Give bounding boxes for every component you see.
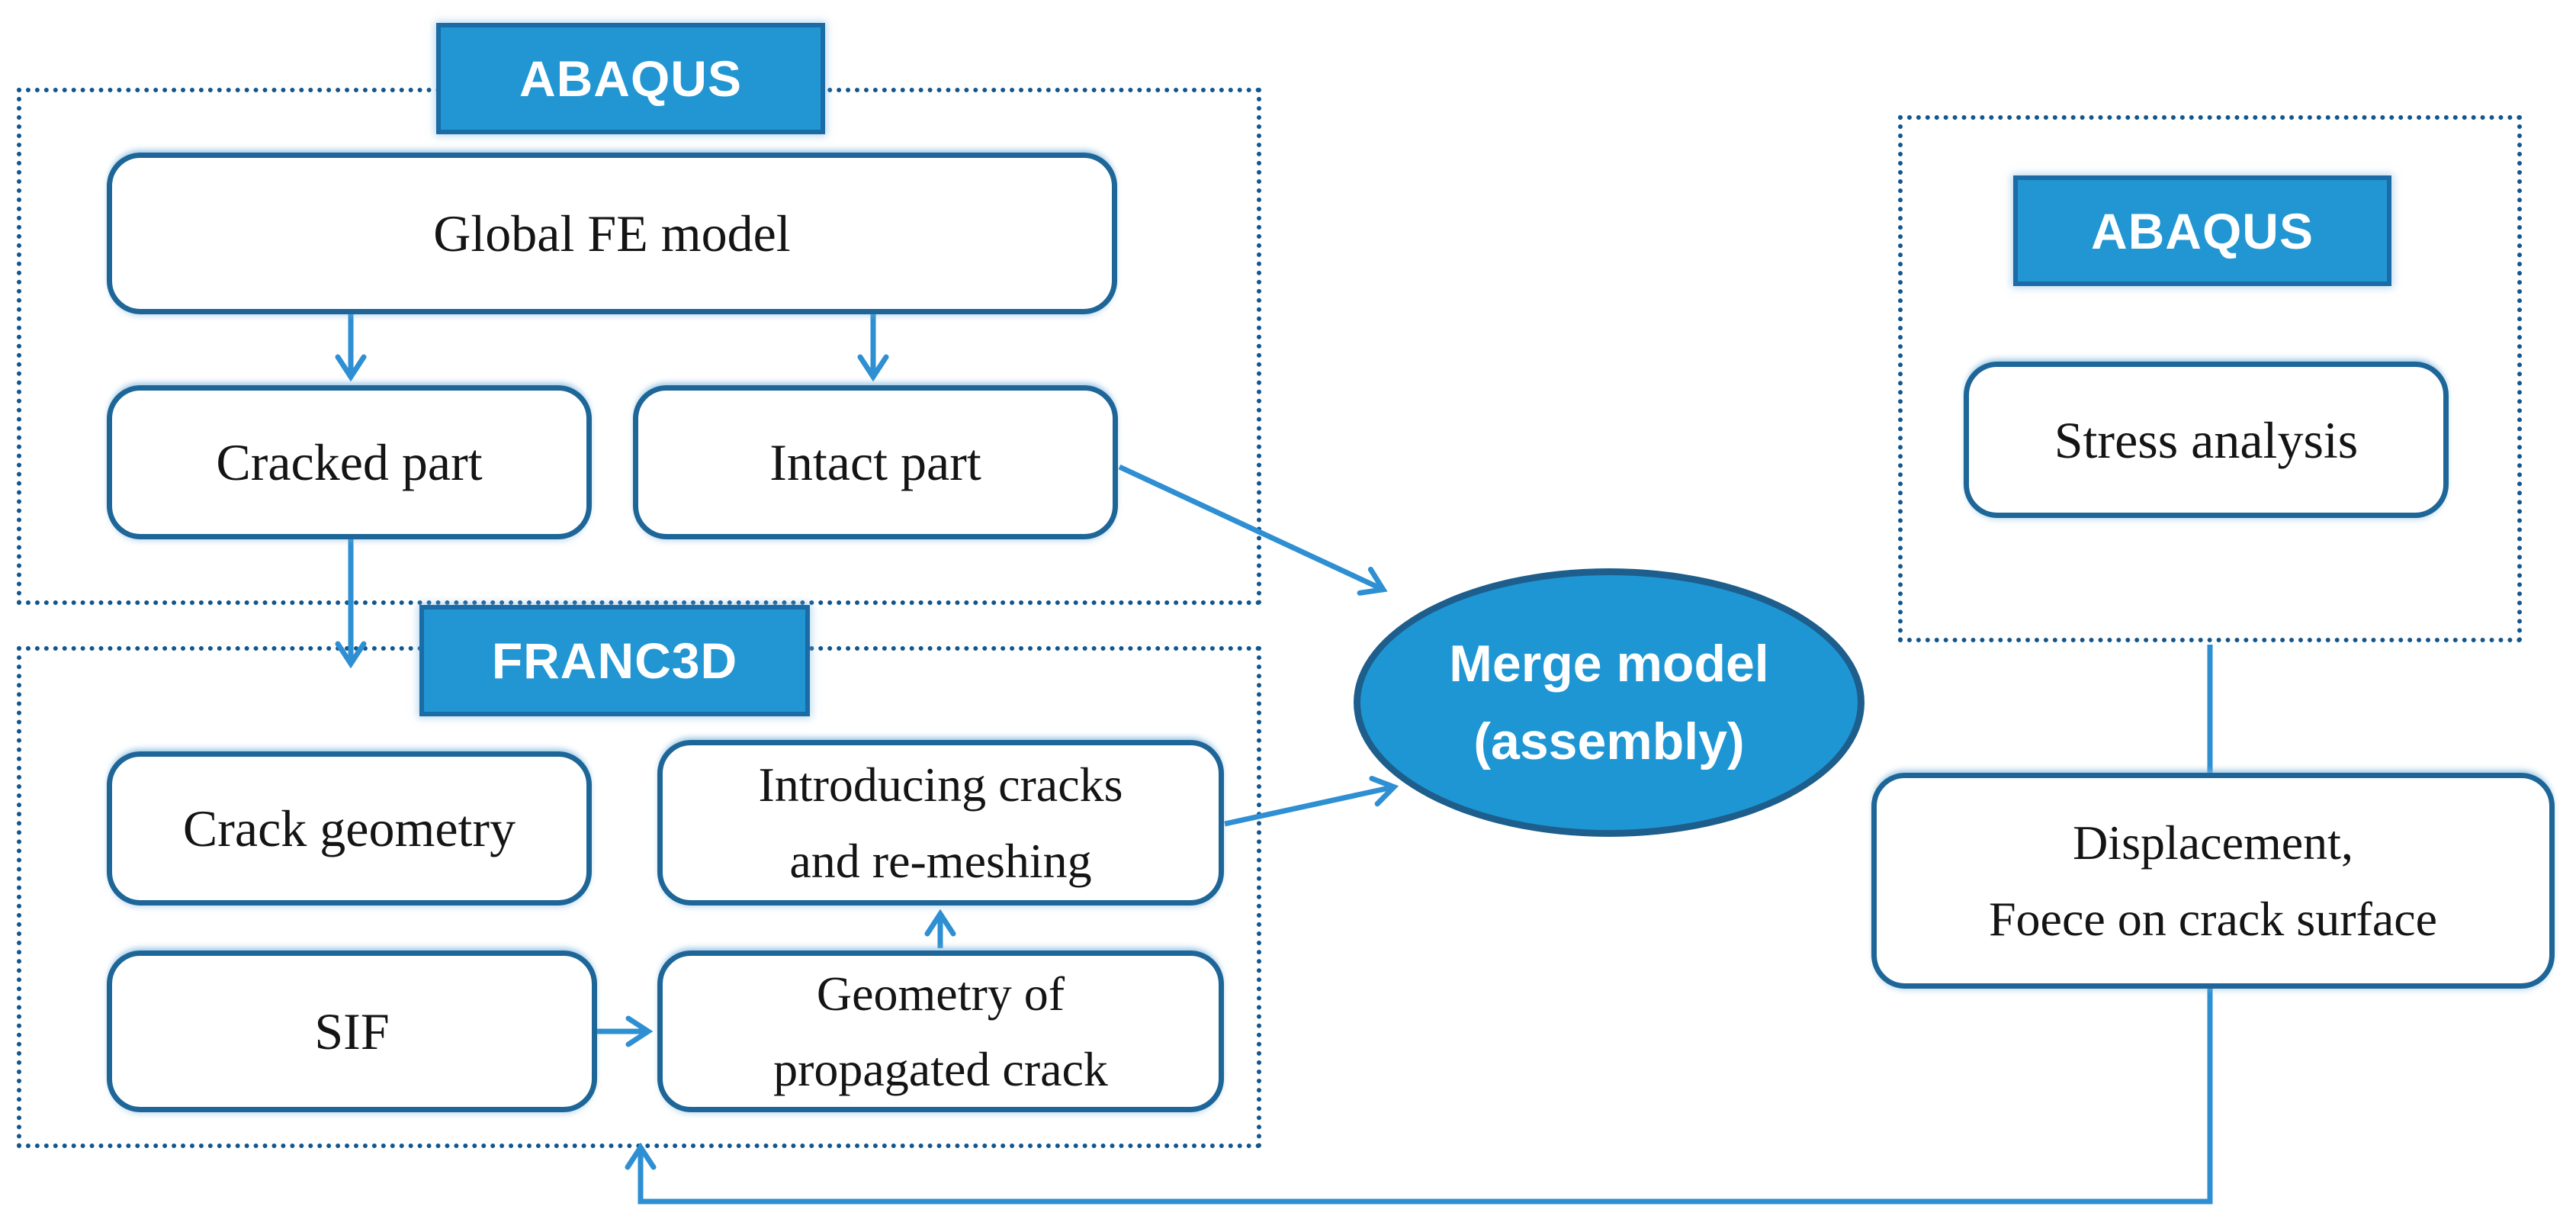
abaqus-top-tab-label: ABAQUS: [519, 50, 742, 107]
introducing-cracks-box: Introducing cracks and re-meshing: [657, 740, 1224, 906]
feedback-displacement-to-franc3d: [641, 989, 2213, 1205]
merge-model-line1: Merge model: [1449, 635, 1769, 693]
merge-model-line2: (assembly): [1473, 713, 1745, 770]
cracked-part-box: Cracked part: [107, 385, 592, 539]
arrow-intactpart-to-merge: [1118, 464, 1382, 589]
intact-part-box: Intact part: [633, 385, 1118, 539]
franc3d-tab: FRANC3D: [419, 605, 810, 716]
global-fe-model-label: Global FE model: [433, 204, 791, 262]
introducing-cracks-line2: and re-meshing: [789, 833, 1092, 888]
displacement-force-line1: Displacement,: [2073, 815, 2353, 870]
crack-geometry-label: Crack geometry: [182, 799, 516, 857]
geometry-propagated-crack-box: Geometry of propagated crack: [657, 951, 1224, 1112]
sif-label: SIF: [314, 1002, 390, 1060]
stress-analysis-label: Stress analysis: [2054, 410, 2359, 469]
cracked-part-label: Cracked part: [216, 433, 483, 491]
abaqus-right-group-frame: [1898, 115, 2522, 642]
sif-box: SIF: [107, 951, 597, 1112]
abaqus-right-tab-label: ABAQUS: [2090, 202, 2314, 259]
displacement-force-box: Displacement, Foece on crack surface: [1871, 773, 2555, 989]
displacement-force-line2: Foece on crack surface: [1988, 891, 2438, 946]
global-fe-model-box: Global FE model: [107, 153, 1117, 314]
arrow-introducing-to-merge: [1224, 787, 1392, 827]
geometry-propagated-crack-line2: propagated crack: [773, 1042, 1108, 1096]
geometry-propagated-crack-line1: Geometry of: [816, 966, 1065, 1021]
franc3d-tab-label: FRANC3D: [491, 632, 738, 689]
abaqus-top-tab: ABAQUS: [436, 23, 825, 134]
abaqus-right-tab: ABAQUS: [2013, 175, 2391, 286]
stress-analysis-box: Stress analysis: [1964, 362, 2449, 518]
crack-geometry-box: Crack geometry: [107, 751, 592, 906]
introducing-cracks-line1: Introducing cracks: [758, 758, 1123, 812]
merge-model-ellipse: Merge model (assembly): [1354, 568, 1865, 837]
intact-part-label: Intact part: [769, 433, 981, 491]
